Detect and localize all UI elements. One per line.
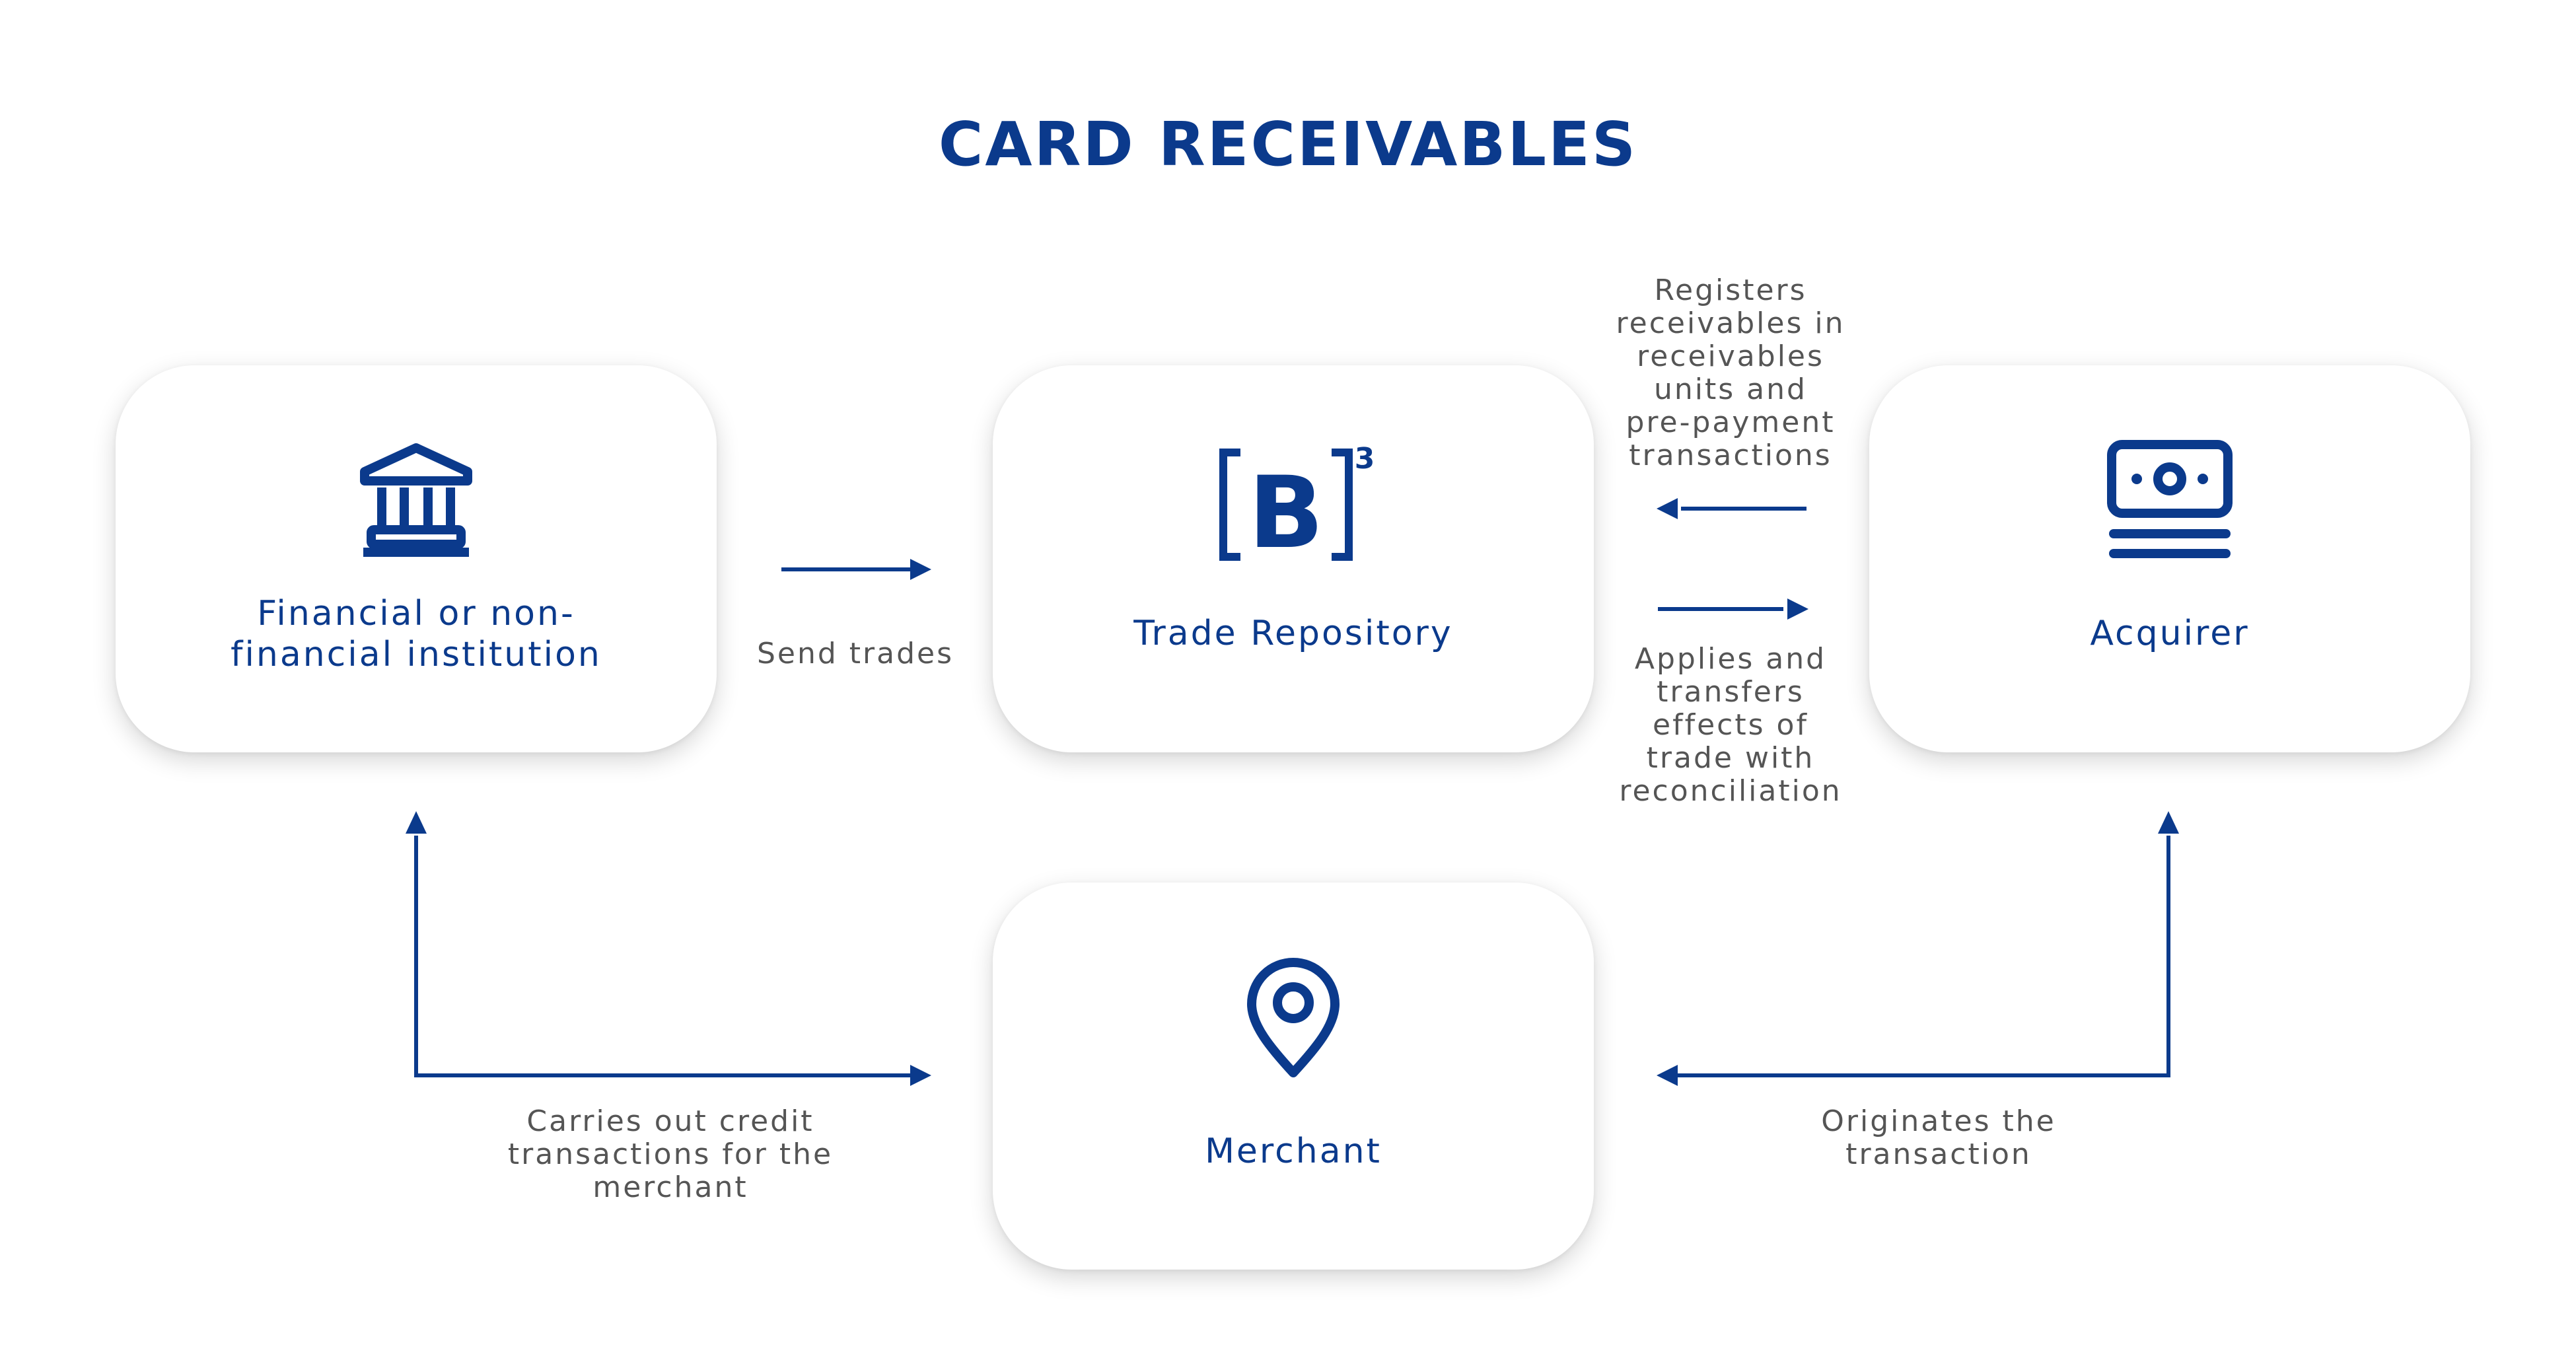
edge-registers-line: receivables in [1616, 306, 1845, 340]
edge-originates-line: transaction [1845, 1137, 2032, 1171]
edge-applies-line: Applies and [1634, 642, 1827, 676]
edge-applies-line: effects of [1653, 708, 1808, 742]
b3-logo: B 3 [993, 438, 1594, 570]
node-acquirer: Acquirer [1869, 365, 2470, 752]
arrowhead-send-trades [910, 559, 931, 580]
edge-registers-line: units and [1654, 373, 1807, 406]
arrowhead-applies [1787, 598, 1808, 620]
edge-registers-line: receivables [1637, 340, 1824, 373]
page-title: CARD RECEIVABLES [938, 109, 1638, 180]
edge-registers-line: pre-payment [1626, 406, 1836, 439]
bank-icon [116, 441, 717, 560]
edge-registers-line: Registers [1654, 273, 1807, 307]
edge-registers-line: transactions [1629, 439, 1832, 472]
node-institution: Financial or non- financial institution [116, 365, 717, 752]
edge-carries-out-line: Carries out credit [526, 1104, 814, 1138]
money-icon [1869, 437, 2470, 569]
arrowhead-carries-out-up [406, 811, 427, 834]
node-institution-label-line2: financial institution [231, 635, 602, 674]
location-pin-icon [993, 956, 1594, 1082]
node-merchant-label: Merchant [1205, 1132, 1382, 1171]
edge-originates-line: Originates the [1821, 1104, 2056, 1138]
node-repository-label: Trade Repository [1133, 614, 1453, 653]
arrowhead-originates-up [2158, 811, 2179, 834]
edge-send-trades-label: Send trades [756, 637, 954, 670]
b3-logo-letter: B [1248, 456, 1324, 570]
edge-applies-line: transfers [1657, 675, 1805, 709]
edge-applies-line: reconciliation [1619, 774, 1842, 808]
node-institution-label: Financial or non- financial institution [116, 593, 717, 675]
edge-applies-label: Applies and transfers effects of trade w… [1565, 643, 1896, 808]
edge-registers-label: Registers receivables in receivables uni… [1565, 274, 1896, 472]
b3-logo-superscript: 3 [1355, 442, 1373, 476]
node-acquirer-label: Acquirer [2090, 614, 2250, 653]
node-repository: B 3 Trade Repository [993, 365, 1594, 752]
arrowhead-originates-left [1657, 1065, 1678, 1086]
edge-carries-out-line: transactions for the [507, 1137, 834, 1171]
edge-applies-line: trade with [1646, 741, 1815, 775]
node-merchant: Merchant [993, 883, 1594, 1270]
arrowhead-registers [1657, 498, 1678, 519]
arrow-originates [1678, 836, 2170, 1077]
arrow-carries-out [414, 836, 912, 1077]
arrowhead-carries-out-right [910, 1065, 931, 1086]
edge-originates-label: Originates the transaction [1737, 1105, 2140, 1171]
edge-carries-out-line: merchant [592, 1171, 748, 1204]
node-institution-label-line1: Financial or non- [257, 594, 575, 633]
edge-carries-out-label: Carries out credit transactions for the … [462, 1105, 878, 1204]
